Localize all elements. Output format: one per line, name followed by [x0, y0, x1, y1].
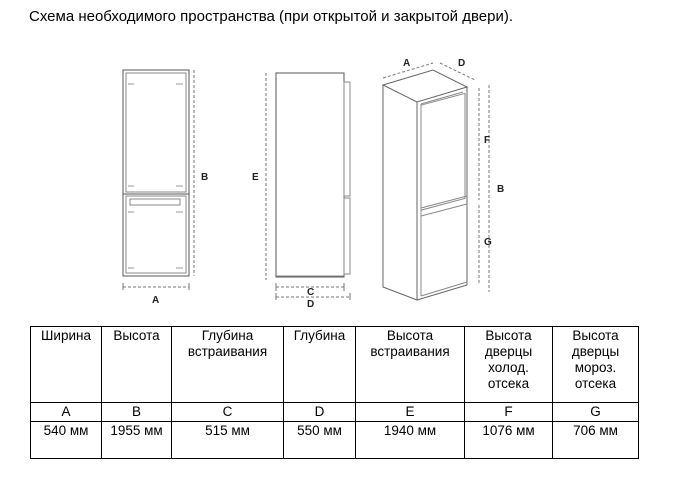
- label-front-height: B: [201, 172, 208, 183]
- header-depth: Глубина: [283, 326, 356, 403]
- header-build-in-height: Высота встраивания: [355, 326, 465, 403]
- label-iso-height: B: [497, 184, 504, 195]
- header-build-in-depth: Глубина встраивания: [171, 326, 284, 403]
- label-iso-freezer-door: G: [484, 237, 492, 248]
- header-freezer-door-height: Высота дверцы мороз. отсека: [552, 326, 639, 403]
- letter-f: F: [464, 402, 553, 422]
- value-build-in-height: 1940 мм: [355, 421, 465, 459]
- label-iso-depth: D: [458, 58, 465, 69]
- dimensions-table: Ширина Высота Глубина встраивания Глубин…: [30, 326, 639, 459]
- header-height: Высота: [101, 326, 172, 403]
- side-view: [265, 72, 351, 300]
- label-front-width: A: [152, 295, 159, 306]
- label-side-depth-inner: C: [307, 287, 314, 298]
- table-letter-row: A B C D E F G: [30, 402, 639, 422]
- letter-b: B: [101, 402, 172, 422]
- space-requirements-diagram: A B E C D A D B F G: [122, 58, 504, 310]
- label-side-depth-outer: D: [307, 299, 314, 310]
- letter-a: A: [30, 402, 102, 422]
- value-depth: 550 мм: [283, 421, 356, 459]
- value-width: 540 мм: [30, 421, 102, 459]
- label-iso-fridge-door: F: [484, 135, 490, 146]
- value-freezer-door-height: 706 мм: [552, 421, 639, 459]
- front-view: [122, 69, 195, 290]
- letter-e: E: [355, 402, 465, 422]
- label-side-height: E: [252, 172, 259, 183]
- letter-c: C: [171, 402, 284, 422]
- letter-g: G: [552, 402, 639, 422]
- page-heading: Схема необходимого пространства (при отк…: [29, 8, 513, 25]
- letter-d: D: [283, 402, 356, 422]
- label-iso-width: A: [403, 58, 410, 69]
- table-value-row: 540 мм 1955 мм 515 мм 550 мм 1940 мм 107…: [30, 421, 639, 459]
- value-fridge-door-height: 1076 мм: [464, 421, 553, 459]
- header-width: Ширина: [30, 326, 102, 403]
- table-header-row: Ширина Высота Глубина встраивания Глубин…: [30, 326, 639, 403]
- isometric-view: [381, 62, 490, 301]
- value-height: 1955 мм: [101, 421, 172, 459]
- header-fridge-door-height: Высота дверцы холод. отсека: [464, 326, 553, 403]
- value-build-in-depth: 515 мм: [171, 421, 284, 459]
